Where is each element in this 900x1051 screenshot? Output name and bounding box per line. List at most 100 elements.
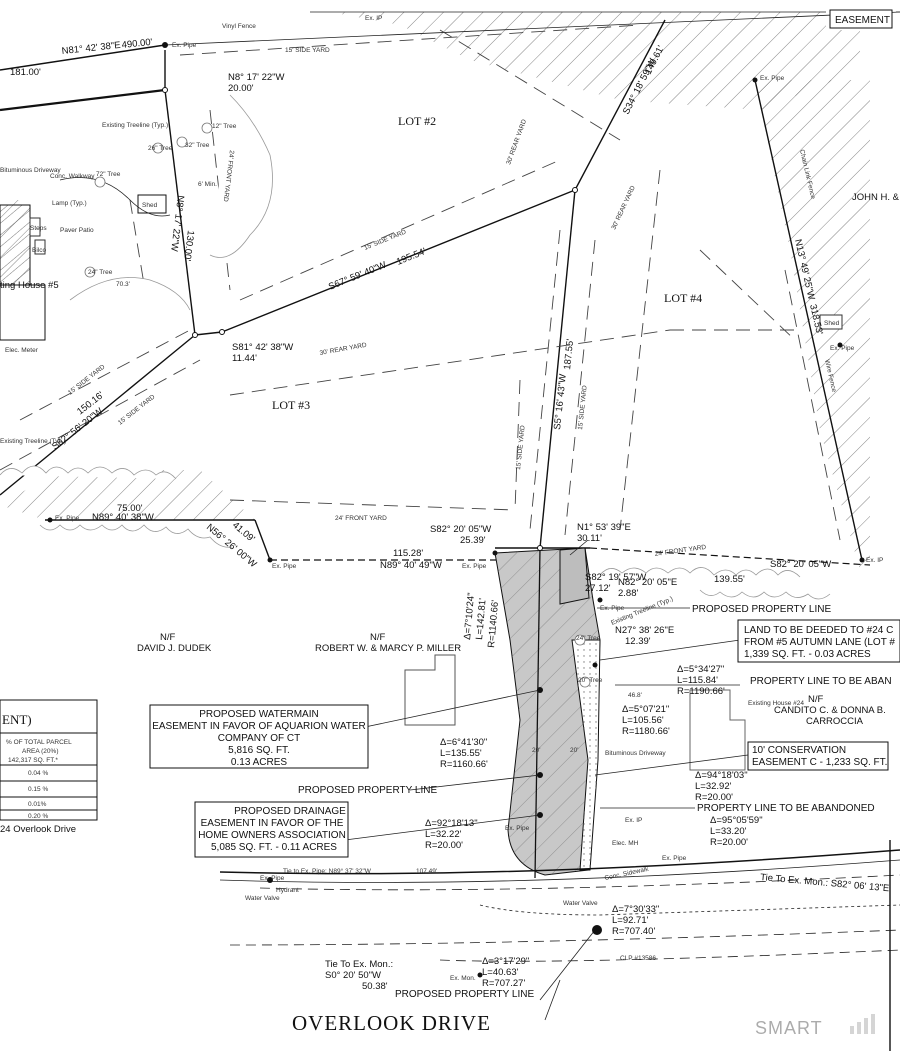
feature-lamp: Lamp (Typ.) — [52, 200, 87, 207]
curve-c5-length: L=32.92' — [695, 781, 732, 792]
curve-c9-radius: R=707.27' — [482, 978, 525, 989]
yard-side-6: 15' SIDE YARD — [577, 385, 589, 431]
feature-min-6: 6' Min. — [198, 181, 217, 188]
feature-tree-24: 24" Tree — [88, 269, 113, 276]
curve-c5-radius: R=20.00' — [695, 792, 733, 803]
callout-watermain-line2: EASEMENT IN FAVOR OF AQUARION WATER — [152, 721, 366, 732]
feature-ex-ip-2: Ex. IP — [866, 557, 883, 564]
callout-watermain-line5: 0.13 ACRES — [231, 757, 287, 768]
bearing-b18: S5° 16' 43"W — [552, 373, 569, 430]
feature-bituminous-driveway: Bituminous Driveway — [605, 750, 666, 757]
area-table-head-3: 142,317 SQ. FT.* — [8, 757, 58, 764]
feature-dim-20a: 20' — [532, 747, 540, 754]
feature-shed-2: Shed — [824, 320, 840, 327]
feature-dim-70: 70.3' — [116, 281, 130, 288]
tie-3: Tie To Ex. Mon.: — [325, 959, 393, 970]
callout-drainage-line2: EASEMENT IN FAVOR OF THE — [201, 818, 344, 829]
bearing-b10: N89° 40' 49"W — [380, 560, 442, 571]
lot-4-label: LOT #4 — [664, 291, 702, 305]
feature-ex-ip-1: Ex. IP — [365, 15, 382, 22]
area-table-head-2: AREA (20%) — [22, 748, 59, 755]
curve-c1-length: L=142.81' — [474, 598, 489, 641]
feature-ex-pipe-3: Ex. Pipe — [55, 515, 80, 522]
feature-tree-12: 12" Tree — [212, 123, 237, 130]
callout-proposed-property-line-2: PROPOSED PROPERTY LINE — [298, 785, 437, 796]
neighbor-carroccia-nf: N/F — [808, 694, 824, 705]
lot-2-label: LOT #2 — [398, 114, 436, 128]
watermark: SMART — [755, 1014, 875, 1038]
callout-watermain-line3: COMPANY OF CT — [218, 733, 300, 744]
yard-front-3: 24' FRONT YARD — [654, 544, 707, 558]
callout-conservation: 10' CONSERVATION EASEMENT C - 1,233 SQ. … — [747, 741, 889, 771]
curve-c2-radius: R=1160.66' — [440, 759, 488, 770]
curve-c6-length: L=33.20' — [710, 826, 747, 837]
feature-tree-72: 72" Tree — [96, 171, 121, 178]
neighbor-miller: ROBERT W. & MARCY P. MILLER — [315, 643, 461, 654]
callout-leaders — [344, 539, 749, 1021]
curve-c2: Δ=6°41'30" L=135.55' R=1160.66' — [440, 737, 488, 770]
area-table-row-1: 0.04 % — [28, 770, 48, 777]
bearing-b8: N89° 40' 38"W — [92, 512, 154, 523]
callout-deed-line3: 1,339 SQ. FT. - 0.03 ACRES — [744, 649, 871, 660]
feature-hydrant: Hydrant — [276, 887, 299, 894]
callout-proposed-property-line-1: PROPOSED PROPERTY LINE — [692, 604, 831, 615]
feature-ex-pipe-9: Ex. Pipe — [260, 875, 285, 882]
yard-side-1: 15' SIDE YARD — [285, 47, 330, 54]
callout-deed: LAND TO BE DEEDED TO #24 C FROM #5 AUTUM… — [737, 619, 900, 663]
callout-watermain: PROPOSED WATERMAIN EASEMENT IN FAVOR OF … — [149, 704, 369, 769]
bearing-b13: S82° 19' 57"W — [585, 572, 646, 583]
curve-c8-radius: R=707.40' — [612, 926, 655, 937]
curve-c2-length: L=135.55' — [440, 748, 482, 759]
feature-water-valve: Water Valve — [245, 895, 280, 902]
bearing-b4-dist: 130.00' — [181, 230, 196, 262]
curve-c1-radius: R=1140.66' — [486, 599, 501, 648]
area-table-footnote: 24 Overlook Drive — [0, 824, 76, 835]
watermain-easement — [494, 547, 601, 879]
callout-drainage-line4: 5,085 SQ. FT. - 0.11 ACRES — [211, 842, 337, 853]
feature-tree-20: 20" Tree — [578, 677, 603, 684]
feature-ex-pipe-4: Ex. Pipe — [272, 563, 297, 570]
feature-tree-26: 26" Tree — [148, 145, 173, 152]
feature-dim-46: 46.8' — [628, 692, 642, 699]
tie-1: Tie to Ex. Pipe: N89° 37' 32"W — [283, 867, 372, 875]
yard-side-4: 15' SIDE YARD — [117, 393, 157, 426]
callout-deed-line2: FROM #5 AUTUMN LANE (LOT # — [744, 637, 895, 648]
feature-paver: Paver Patio — [60, 227, 94, 234]
feature-ex-pipe-5: Ex. Pipe — [462, 563, 487, 570]
street-name: OVERLOOK DRIVE — [292, 1011, 491, 1035]
bearing-b5-dist: 195.54' — [395, 246, 428, 268]
yard-side-5: 15' SIDE YARD — [515, 425, 527, 471]
bearing-b1-dist: 490.00' — [121, 37, 153, 51]
yard-rear-1: 30' REAR YARD — [505, 118, 528, 165]
bearing-b12: N1° 53' 39"E — [577, 522, 631, 533]
bearing-b6: S81° 42' 38"W — [232, 342, 293, 353]
feature-tree-32: 32" Tree — [185, 142, 210, 149]
bearing-b5: S67° 59' 40"W — [327, 260, 388, 293]
feature-vinyl-fence: Vinyl Fence — [222, 23, 256, 30]
feature-clp: CLP #13586 — [620, 955, 656, 962]
curve-c3-radius: R=1190.66' — [677, 686, 725, 697]
neighbor-carroccia-2: CARROCCIA — [806, 716, 864, 727]
callout-drainage-line3: HOME OWNERS ASSOCIATION — [198, 830, 346, 841]
curve-c2-delta: Δ=6°41'30" — [440, 737, 487, 748]
bearing-b12-dist: 30.11' — [577, 533, 602, 544]
feature-ex-pipe-1: Ex. Pipe — [172, 42, 197, 49]
curve-c3-delta: Δ=5°34'27" — [677, 664, 724, 675]
feature-elec-meter: Elec. Meter — [5, 347, 39, 354]
curve-c7: Δ=92°18'13" L=32.22' R=20.00' — [425, 818, 478, 851]
curve-c7-length: L=32.22' — [425, 829, 462, 840]
curve-c9-delta: Δ=3°17'29" — [482, 956, 529, 967]
tie-2: Tie To Ex. Mon.: S82° 06' 13"E — [760, 872, 890, 894]
neighbor-dudek: DAVID J. DUDEK — [137, 643, 212, 654]
bearing-b11-dist: 25.39' — [460, 535, 486, 546]
right-hatched-wedge — [755, 10, 896, 570]
watermark-text: SMART — [755, 1018, 823, 1038]
feature-existing-house-5: ting House #5 — [0, 280, 59, 291]
feature-walkway: Conc. Walkway — [50, 173, 95, 180]
feature-ex-pipe-10: Ex. Pipe — [662, 855, 687, 862]
curve-c7-radius: R=20.00' — [425, 840, 463, 851]
feature-treeline: Existing Treeline (Typ.) — [102, 122, 168, 129]
neighbor-miller-nf: N/F — [370, 632, 386, 643]
bearing-b16: N27° 38' 26"E — [615, 625, 674, 636]
